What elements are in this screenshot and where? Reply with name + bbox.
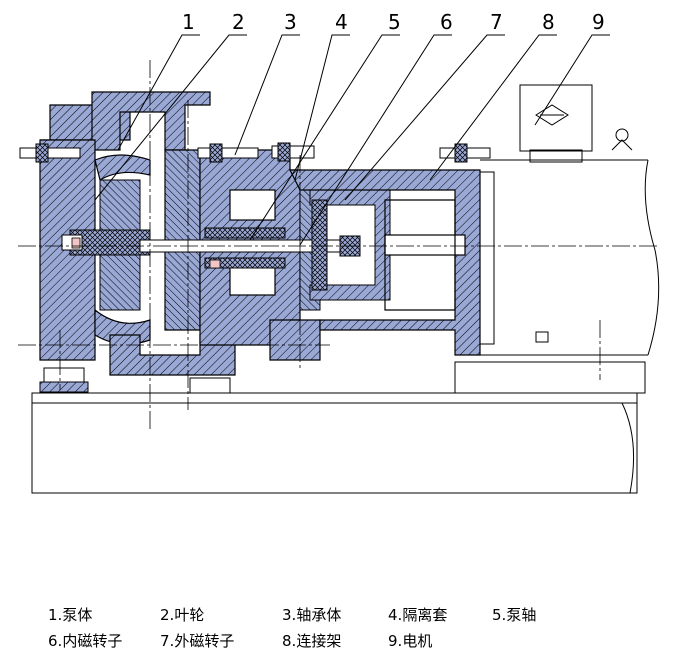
legend-item-5: 5.泵轴 xyxy=(492,604,536,625)
outer-magnetic-rotor xyxy=(309,189,391,301)
legend-item-2: 2.叶轮 xyxy=(160,604,204,625)
legend-num: 7. xyxy=(160,632,175,650)
legend-num: 9. xyxy=(388,632,403,650)
parts-legend: 1.泵体 2.叶轮 3.轴承体 4.隔离套 5.泵轴 6.内磁转子 7.外磁转子… xyxy=(0,598,694,672)
legend-label: 轴承体 xyxy=(296,606,342,624)
center-lines xyxy=(18,60,660,430)
base-frame xyxy=(31,361,646,494)
pump-feet xyxy=(39,367,231,394)
callout-5: 5 xyxy=(388,10,401,34)
legend-item-8: 8.连接架 xyxy=(282,630,341,651)
legend-label: 泵轴 xyxy=(506,606,537,624)
legend-label: 连接架 xyxy=(296,632,342,650)
legend-num: 8. xyxy=(282,632,297,650)
legend-num: 3. xyxy=(282,606,297,624)
callout-7: 7 xyxy=(490,10,503,34)
legend-item-7: 7.外磁转子 xyxy=(160,630,234,651)
legend-num: 2. xyxy=(160,606,175,624)
legend-num: 6. xyxy=(48,632,63,650)
callout-6: 6 xyxy=(440,10,453,34)
callout-4: 4 xyxy=(335,10,348,34)
legend-item-6: 6.内磁转子 xyxy=(48,630,122,651)
legend-label: 外磁转子 xyxy=(174,632,235,650)
bolt-1 xyxy=(19,143,81,163)
bolt-4 xyxy=(271,142,315,162)
legend-label: 隔离套 xyxy=(402,606,448,624)
legend-num: 1. xyxy=(48,606,63,624)
callout-2: 2 xyxy=(232,10,245,34)
legend-item-1: 1.泵体 xyxy=(48,604,92,625)
legend-label: 内磁转子 xyxy=(62,632,123,650)
callout-3: 3 xyxy=(284,10,297,34)
callout-9: 9 xyxy=(592,10,605,34)
bolt-3 xyxy=(197,143,259,163)
callout-8: 8 xyxy=(542,10,555,34)
legend-label: 电机 xyxy=(402,632,433,650)
connecting-frame xyxy=(289,169,481,356)
pump-sectional-drawing xyxy=(18,34,660,494)
legend-item-9: 9.电机 xyxy=(388,630,432,651)
legend-item-3: 3.轴承体 xyxy=(282,604,341,625)
legend-item-4: 4.隔离套 xyxy=(388,604,447,625)
leader-lines xyxy=(94,34,610,246)
legend-num: 4. xyxy=(388,606,403,624)
legend-label: 叶轮 xyxy=(174,606,205,624)
legend-num: 5. xyxy=(492,606,507,624)
bolt-8 xyxy=(439,143,491,163)
callout-1: 1 xyxy=(182,10,195,34)
motor xyxy=(479,84,660,356)
legend-label: 泵体 xyxy=(62,606,93,624)
bolts xyxy=(19,142,491,163)
seal-details xyxy=(71,237,221,269)
